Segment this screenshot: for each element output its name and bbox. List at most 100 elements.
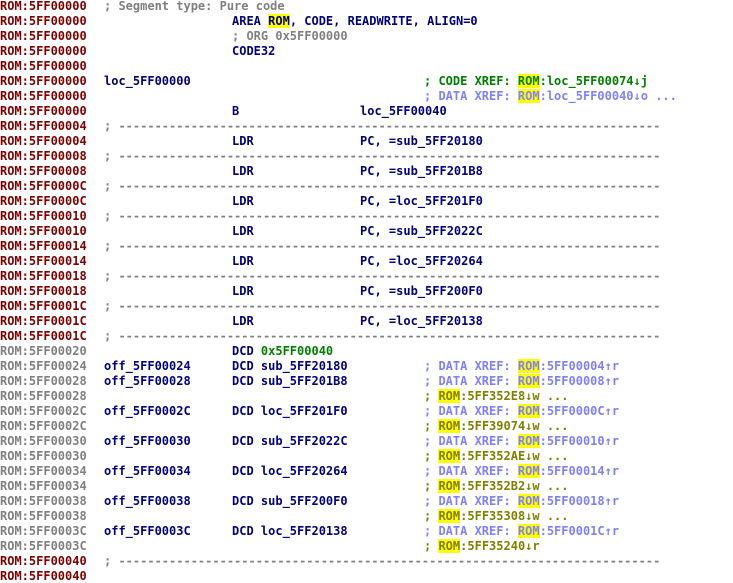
- symbol-name[interactable]: off_5FF00030: [104, 434, 191, 448]
- xref-target[interactable]: :5FF00018↑r: [539, 494, 620, 508]
- address-label[interactable]: ROM:5FF0002C: [0, 419, 87, 433]
- xref-target[interactable]: :loc_5FF00074↓j: [539, 74, 648, 88]
- listing-line[interactable]: ROM:5FF00038; ROM:5FF35308↓w ...: [0, 509, 733, 524]
- segment-highlight[interactable]: ROM: [268, 14, 290, 28]
- listing-line[interactable]: ROM:5FF0001C; --------------------------…: [0, 329, 733, 344]
- segment-highlight[interactable]: ROM: [517, 434, 540, 448]
- listing-line[interactable]: ROM:5FF00018; --------------------------…: [0, 269, 733, 284]
- address-label[interactable]: ROM:5FF0001C: [0, 299, 87, 313]
- instruction-operand[interactable]: PC, =sub_5FF2022C: [360, 224, 483, 238]
- listing-line[interactable]: ROM:5FF00000: [0, 59, 733, 74]
- symbol-name[interactable]: off_5FF00034: [104, 464, 191, 478]
- xref-target[interactable]: :5FF00014↑r: [539, 464, 620, 478]
- instruction-operand[interactable]: PC, =loc_5FF20264: [360, 254, 483, 268]
- address-label[interactable]: ROM:5FF00008: [0, 149, 87, 163]
- instruction-operand[interactable]: PC, =loc_5FF20138: [360, 314, 483, 328]
- address-label[interactable]: ROM:5FF00014: [0, 254, 87, 268]
- address-label[interactable]: ROM:5FF00004: [0, 134, 87, 148]
- address-label[interactable]: ROM:5FF00020: [0, 344, 87, 358]
- listing-line[interactable]: ROM:5FF00008; --------------------------…: [0, 149, 733, 164]
- address-label[interactable]: ROM:5FF00030: [0, 434, 87, 448]
- listing-line[interactable]: ROM:5FF00034; ROM:5FF352B2↓w ...: [0, 479, 733, 494]
- listing-line[interactable]: ROM:5FF00000; ORG 0x5FF00000: [0, 29, 733, 44]
- address-label[interactable]: ROM:5FF00000: [0, 104, 87, 118]
- listing-line[interactable]: ROM:5FF00040; --------------------------…: [0, 554, 733, 569]
- address-label[interactable]: ROM:5FF0000C: [0, 179, 87, 193]
- segment-highlight[interactable]: ROM: [438, 479, 461, 493]
- segment-highlight[interactable]: ROM: [517, 89, 540, 103]
- xref-target[interactable]: :5FF00008↑r: [539, 374, 620, 388]
- listing-line[interactable]: ROM:5FF0003C; ROM:5FF35240↓r: [0, 539, 733, 554]
- xref-target[interactable]: :5FF00004↑r: [539, 359, 620, 373]
- listing-line[interactable]: ROM:5FF00030; ROM:5FF352AE↓w ...: [0, 449, 733, 464]
- address-label[interactable]: ROM:5FF00038: [0, 494, 87, 508]
- address-label[interactable]: ROM:5FF0002C: [0, 404, 87, 418]
- segment-highlight[interactable]: ROM: [438, 509, 461, 523]
- xref-target[interactable]: :loc_5FF00040↓o ...: [539, 89, 677, 103]
- listing-line[interactable]: ROM:5FF00014; --------------------------…: [0, 239, 733, 254]
- address-label[interactable]: ROM:5FF0001C: [0, 329, 87, 343]
- address-label[interactable]: ROM:5FF00018: [0, 284, 87, 298]
- address-label[interactable]: ROM:5FF00040: [0, 554, 87, 568]
- symbol-name[interactable]: off_5FF00028: [104, 374, 191, 388]
- address-label[interactable]: ROM:5FF00040: [0, 569, 87, 583]
- address-label[interactable]: ROM:5FF00000: [0, 89, 87, 103]
- address-label[interactable]: ROM:5FF00010: [0, 224, 87, 238]
- address-label[interactable]: ROM:5FF00018: [0, 269, 87, 283]
- listing-line[interactable]: ROM:5FF0000C; --------------------------…: [0, 179, 733, 194]
- address-label[interactable]: ROM:5FF00000: [0, 14, 87, 28]
- segment-highlight[interactable]: ROM: [517, 359, 540, 373]
- listing-line[interactable]: ROM:5FF00028; ROM:5FF352E8↓w ...: [0, 389, 733, 404]
- address-label[interactable]: ROM:5FF00028: [0, 374, 87, 388]
- xref-target[interactable]: :5FF0001C↑r: [539, 524, 620, 538]
- listing-line[interactable]: ROM:5FF0001C; --------------------------…: [0, 299, 733, 314]
- address-label[interactable]: ROM:5FF00030: [0, 449, 87, 463]
- xref-target[interactable]: :5FF35240↓r: [460, 539, 540, 553]
- symbol-name[interactable]: off_5FF0003C: [104, 524, 191, 538]
- address-label[interactable]: ROM:5FF00000: [0, 44, 87, 58]
- listing-line[interactable]: ROM:5FF00004; --------------------------…: [0, 119, 733, 134]
- listing-line[interactable]: ROM:5FF00040: [0, 569, 733, 583]
- address-label[interactable]: ROM:5FF00034: [0, 464, 87, 478]
- address-label[interactable]: ROM:5FF00000: [0, 0, 87, 13]
- symbol-name[interactable]: loc_5FF00000: [104, 74, 191, 88]
- xref-target[interactable]: :5FF35308↓w ...: [460, 509, 569, 523]
- address-label[interactable]: ROM:5FF00004: [0, 119, 87, 133]
- segment-highlight[interactable]: ROM: [517, 74, 540, 88]
- symbol-name[interactable]: off_5FF00038: [104, 494, 191, 508]
- address-label[interactable]: ROM:5FF00000: [0, 29, 87, 43]
- xref-target[interactable]: :5FF352B2↓w ...: [460, 479, 569, 493]
- segment-highlight[interactable]: ROM: [517, 404, 540, 418]
- listing-line[interactable]: ROM:5FF00000; Segment type: Pure code: [0, 0, 733, 14]
- address-label[interactable]: ROM:5FF00000: [0, 74, 87, 88]
- segment-highlight[interactable]: ROM: [438, 539, 461, 553]
- address-label[interactable]: ROM:5FF00008: [0, 164, 87, 178]
- instruction-operand[interactable]: loc_5FF00040: [360, 104, 447, 118]
- xref-target[interactable]: :5FF00010↑r: [539, 434, 620, 448]
- xref-target[interactable]: :5FF0000C↑r: [539, 404, 620, 418]
- address-label[interactable]: ROM:5FF0001C: [0, 314, 87, 328]
- address-label[interactable]: ROM:5FF00000: [0, 59, 87, 73]
- listing-line[interactable]: ROM:5FF00010; --------------------------…: [0, 209, 733, 224]
- instruction-operand[interactable]: PC, =sub_5FF201B8: [360, 164, 483, 178]
- address-label[interactable]: ROM:5FF00014: [0, 239, 87, 253]
- address-label[interactable]: ROM:5FF00028: [0, 389, 87, 403]
- address-label[interactable]: ROM:5FF00034: [0, 479, 87, 493]
